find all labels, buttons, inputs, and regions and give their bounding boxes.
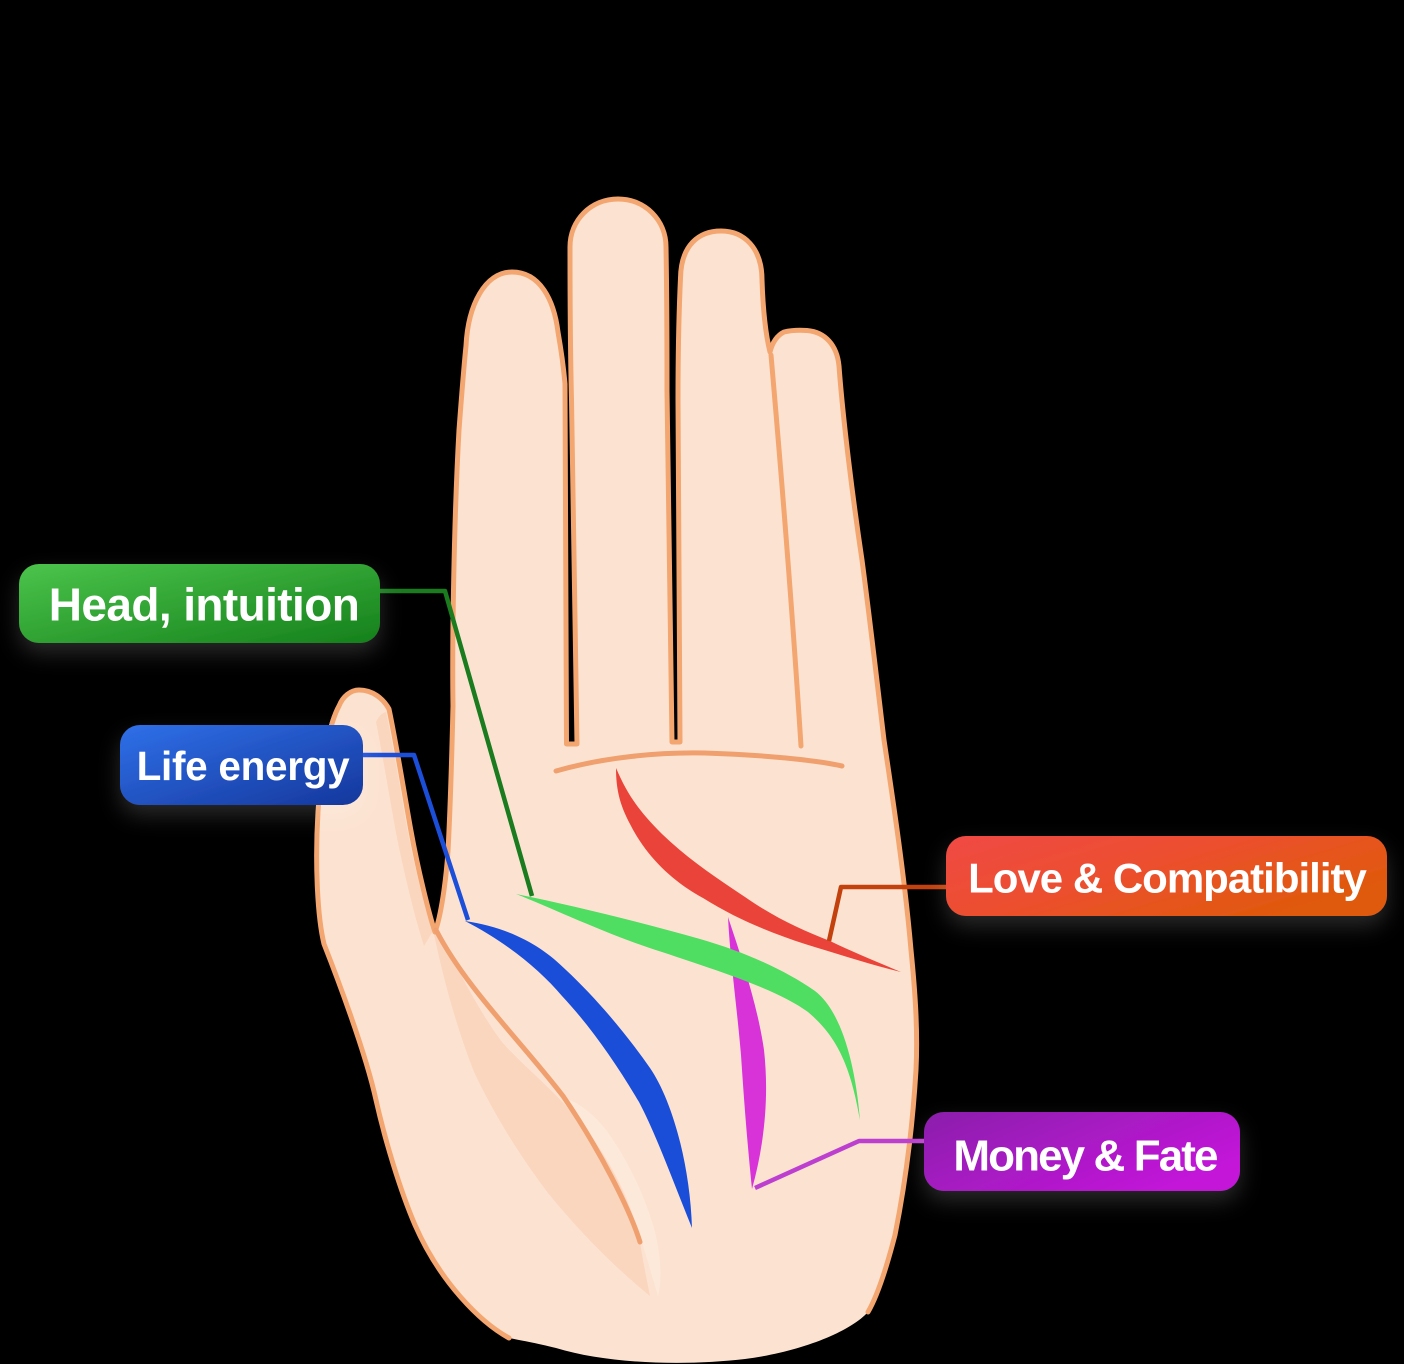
svg-text:Life energy: Life energy (137, 743, 351, 789)
svg-text:Love & Compatibility: Love & Compatibility (968, 855, 1367, 902)
svg-text:Head, intuition: Head, intuition (49, 579, 359, 631)
svg-text:Money & Fate: Money & Fate (953, 1132, 1217, 1181)
